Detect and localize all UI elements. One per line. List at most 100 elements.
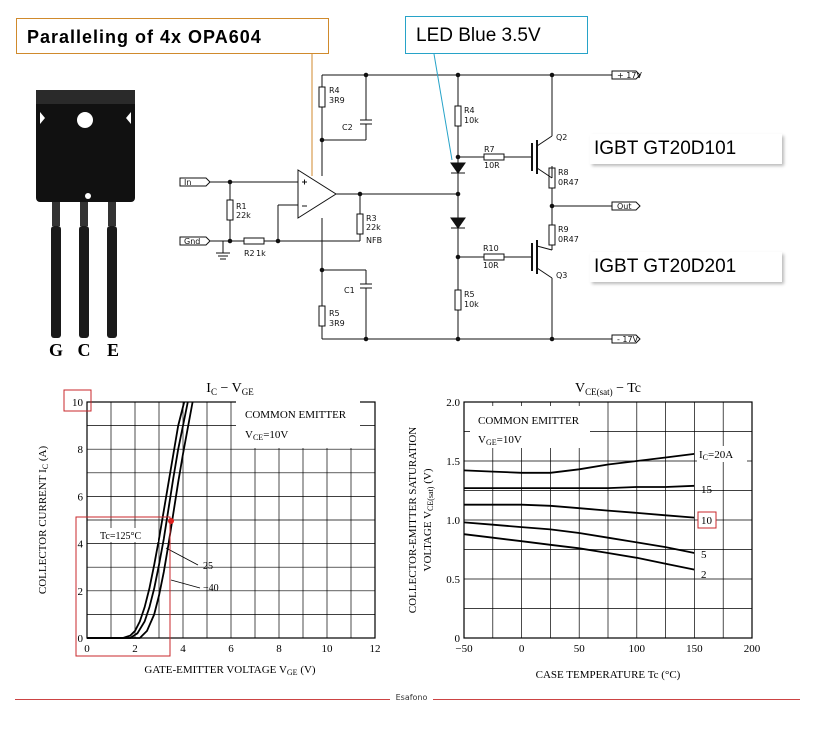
footer-text: Esafono (389, 693, 434, 702)
chart1-xlabel: GATE-EMITTER VOLTAGE VGE (V) (144, 664, 316, 677)
chart1-ytick: 4 (78, 539, 84, 551)
label-c2: C2 (342, 123, 353, 132)
callout-paralleling: Paralleling of 4x OPA604 (16, 18, 329, 54)
chart2-frame (463, 401, 753, 639)
chart1-title: IC − VGE (206, 381, 254, 397)
led-lower (450, 217, 466, 229)
label-r1-val: 22k (236, 211, 251, 220)
chart1-series-1 (87, 401, 189, 639)
chart2-xtick: 50 (574, 643, 586, 655)
label-r9-name: R9 (558, 225, 569, 234)
chart2-annotation-bg (470, 406, 590, 448)
chart2-ytick: 0 (455, 633, 461, 645)
label-r5b-name: R5 (464, 290, 475, 299)
port-in (179, 177, 211, 187)
chart1-xtick: 0 (84, 643, 90, 655)
callout-igbt-bottom: IGBT GT20D201 (590, 252, 782, 282)
label-r2-val: 1k (256, 249, 266, 258)
chart1-ylabel: COLLECTOR CURRENT IC (A) (37, 446, 50, 595)
port-vminus (611, 334, 641, 344)
chart2-grid (463, 401, 753, 639)
chart2-ylabel1: COLLECTOR-EMITTER SATURATION (407, 427, 419, 614)
chart2-title: VCE(sat) − Tc (575, 381, 641, 397)
label-r2-name: R2 (244, 249, 255, 258)
resistor-r4b (454, 105, 462, 127)
chart2-label-15: 15 (701, 484, 713, 496)
label-c1: C1 (344, 286, 355, 295)
chart2-xlabel: CASE TEMPERATURE Tc (°C) (536, 669, 681, 681)
resistor-r10 (483, 253, 505, 261)
callout-igbt-top: IGBT GT20D101 (590, 134, 782, 164)
lead-g-top (52, 202, 60, 226)
chart1-curves (87, 401, 194, 639)
chart1-annotation-line2: VCE=10V (245, 429, 288, 442)
chart1-series-0 (87, 401, 186, 639)
chart2-xtick: 100 (629, 643, 646, 655)
chart2-annotation-line1: COMMON EMITTER (478, 415, 580, 427)
chart1-xtick: 4 (180, 643, 186, 655)
chart1-leader-m40 (170, 579, 201, 589)
schematic (179, 53, 641, 344)
port-label-in: In (184, 178, 191, 187)
label-r5b-val: 10k (464, 300, 479, 309)
chart2-ytick: 2.0 (446, 397, 460, 409)
resistor-r1 (226, 199, 234, 221)
label-r8-name: R8 (558, 168, 569, 177)
chart2-label-2: 2 (701, 569, 707, 581)
package-notch-left (40, 112, 45, 124)
chart2-ytick: 1.5 (446, 456, 460, 468)
chart2-ylabel2: VOLTAGE VCE(sat) (V) (422, 468, 435, 571)
port-label-gnd: Gnd (184, 237, 200, 246)
label-r7-name: R7 (484, 145, 495, 154)
chart1-ytick: 8 (78, 444, 84, 456)
port-label-out: Out (617, 202, 632, 211)
resistor-r9 (548, 224, 556, 246)
resistor-r5a (318, 305, 326, 327)
chart1-xtick: 2 (132, 643, 138, 655)
lead-g (51, 226, 61, 338)
chart1-label-m40: −40 (203, 583, 219, 594)
lead-c-top (80, 202, 88, 226)
chart1-curve-label-bg (96, 528, 158, 542)
label-r1-name: R1 (236, 202, 247, 211)
label-q3: Q3 (556, 271, 567, 280)
package-notch-right (126, 112, 131, 124)
label-q2: Q2 (556, 133, 567, 142)
chart1-leader-25 (165, 547, 199, 566)
port-label-vminus: - 17V (617, 335, 639, 344)
chart2-ytick: 0.5 (446, 574, 460, 586)
label-r3-val: 22k (366, 223, 381, 232)
chart1-ytick: 0 (78, 633, 84, 645)
pin-label-g: G (49, 340, 63, 360)
port-out (611, 201, 641, 211)
label-r7-val: 10R (484, 161, 500, 170)
chart1-frame (86, 401, 376, 639)
label-r4b-name: R4 (464, 106, 475, 115)
chart1-xtick: 6 (228, 643, 234, 655)
chart2-ytick: 1.0 (446, 515, 460, 527)
label-r4a-name: R4 (329, 86, 340, 95)
resistor-r5b (454, 289, 462, 311)
chart2-series-0 (463, 453, 695, 474)
chart2-xtick: −50 (455, 643, 473, 655)
chart1-xtick: 10 (322, 643, 334, 655)
chart2-label10-box (697, 511, 717, 529)
port-label-vplus: + 17V (617, 71, 642, 80)
chart2-annotation-line2: VGE=10V (478, 434, 522, 447)
chart2-label-10: 10 (701, 515, 713, 527)
chart1-xtick: 12 (370, 643, 381, 655)
chart2-xtick: 150 (686, 643, 703, 655)
label-r5a-val: 3R9 (329, 319, 345, 328)
footer-credit: Esafono (0, 693, 823, 702)
package-top-strip (36, 90, 135, 104)
chart1-label-25: 25 (203, 561, 213, 572)
label-r4b-val: 10k (464, 116, 479, 125)
package-body (36, 90, 135, 202)
chart2-label-5: 5 (701, 549, 707, 561)
lead-e-top (108, 202, 116, 226)
